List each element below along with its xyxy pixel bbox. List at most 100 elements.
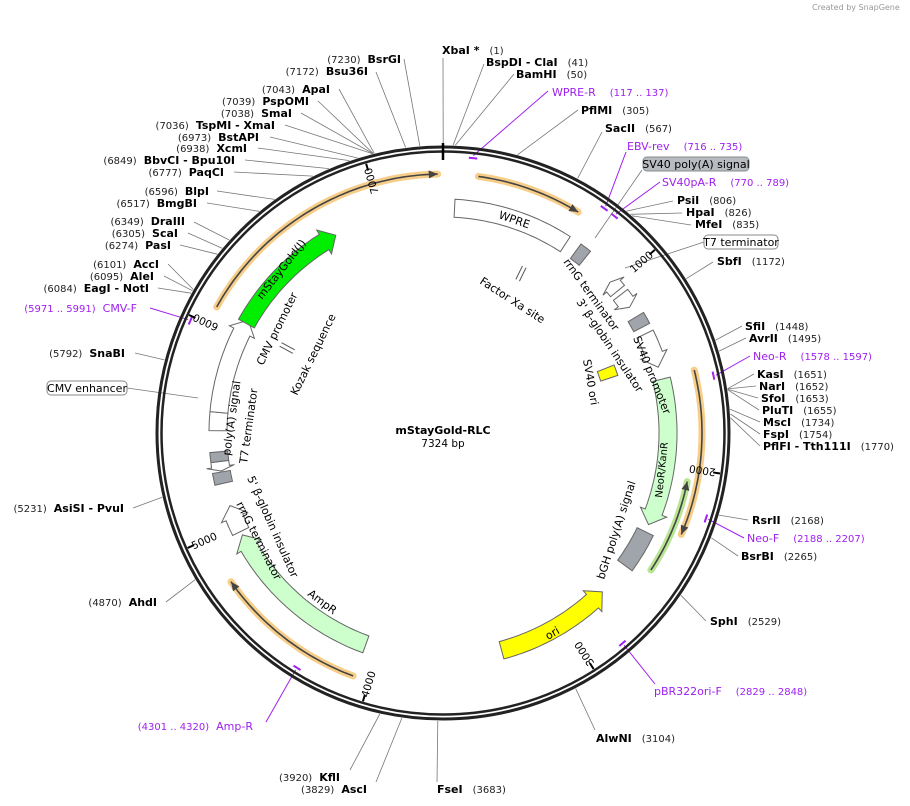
enzyme-leader-line [727, 389, 760, 411]
enzyme-label-pluti[interactable]: PluTI(1655) [762, 404, 837, 417]
primer-leader-line [605, 151, 627, 207]
enzyme-label-xbai[interactable]: XbaI *(1) [442, 44, 504, 57]
primer-label-neo-r[interactable]: Neo-R(1578 .. 1597) [753, 350, 872, 363]
enzyme-label-avrii[interactable]: AvrII(1495) [749, 332, 821, 345]
enzyme-label-nari[interactable]: NarI (1652) [759, 380, 829, 393]
enzyme-name: NarI [759, 380, 785, 393]
leader-lines [126, 57, 761, 783]
enzyme-label-asci[interactable]: (3829)AscI [301, 783, 367, 796]
enzyme-label-draiii[interactable]: (6349)DraIII [110, 215, 185, 228]
backbone-ring [155, 143, 731, 721]
enzyme-label-eagi[interactable]: (6084)EagI - NotI [43, 282, 149, 295]
enzyme-label-acci[interactable]: (6101)AccI [93, 258, 159, 271]
enzyme-label-bsrgi[interactable]: (7230)BsrGI [327, 53, 401, 66]
enzyme-leader-line [685, 261, 714, 280]
enzyme-leader-line [730, 417, 761, 447]
enzyme-site: (835) [732, 220, 759, 231]
enzyme-label-sfii[interactable]: SfiI(1448) [745, 320, 809, 333]
primer-label-amp-r[interactable]: (4301 .. 4320)Amp-R [138, 720, 254, 733]
tick-mark [187, 544, 195, 549]
enzyme-name: BamHI [516, 68, 557, 81]
enzyme-label-alei[interactable]: (6095)AleI [90, 270, 154, 283]
enzyme-label-bstapi[interactable]: (6973)BstAPI [178, 131, 259, 144]
enzyme-name: BmgBI [157, 197, 197, 210]
enzyme-label-bsrbi[interactable]: BsrBI(2265) [741, 550, 817, 563]
enzyme-leader-line [134, 352, 165, 361]
boxed-label-frame [703, 234, 779, 250]
primer-name: SV40pA-R [662, 176, 717, 189]
feature-layer [206, 198, 678, 660]
enzyme-label-sbfi[interactable]: SbfI(1172) [717, 255, 785, 268]
primer-label-cmv-f[interactable]: (5971 .. 5991)CMV-F [24, 302, 137, 315]
enzyme-leader-line [436, 720, 439, 783]
enzyme-label-fsei[interactable]: FseI(3683) [437, 783, 506, 796]
primer-label-ebv-rev[interactable]: EBV-rev(716 .. 735) [627, 140, 742, 153]
enzyme-label-pflfi[interactable]: PflFI - Tth111I(1770) [763, 440, 894, 453]
enzyme-name: BsrBI [741, 550, 774, 563]
primer-label-neo-f[interactable]: Neo-F(2188 .. 2207) [747, 532, 865, 545]
enzyme-site: (1754) [799, 430, 832, 441]
orf-line [478, 175, 579, 213]
orf-line [650, 481, 688, 571]
enzyme-label-kasi[interactable]: KasI(1651) [757, 368, 827, 381]
enzyme-name: PsiI [677, 194, 699, 207]
enzyme-label-fspi[interactable]: FspI (1754) [763, 428, 832, 441]
primer-name: pBR322ori-F [654, 685, 722, 698]
enzyme-label-smai[interactable]: (7038)SmaI [221, 107, 292, 120]
enzyme-name: MscI [763, 416, 791, 429]
primer-leader-line [265, 669, 297, 723]
orf-line [216, 173, 438, 308]
enzyme-site: (7172) [286, 67, 319, 78]
enzyme-label-pflmi[interactable]: PflMI(305) [581, 104, 649, 117]
primer-label-wpre-r[interactable]: WPRE-R(117 .. 137) [552, 86, 669, 99]
enzyme-site: (6938) [176, 144, 209, 155]
enzyme-site: (1770) [861, 442, 894, 453]
enzyme-name: PaqCI [189, 166, 224, 179]
boxed-label-t7-terminator[interactable]: T7 terminator [702, 236, 779, 249]
enzyme-site: (6095) [90, 272, 123, 283]
site-mark-kozak-sequence [281, 342, 295, 351]
plasmid-length: 7324 bp [421, 438, 465, 450]
enzyme-label-bmgbi[interactable]: (6517)BmgBI [117, 197, 197, 210]
enzyme-name: BsrGI [368, 53, 401, 66]
enzyme-label-sacii[interactable]: SacII(567) [605, 122, 672, 135]
enzyme-label-tspmi[interactable]: (7036)TspMI - XmaI [156, 119, 275, 132]
enzyme-label-blpi[interactable]: (6596)BlpI [145, 185, 209, 198]
enzyme-label-kfli[interactable]: (3920)KflI [279, 771, 340, 784]
feature-3-globin-insulator [612, 288, 638, 311]
enzyme-label-scai[interactable]: (6305)ScaI [112, 227, 178, 240]
enzyme-label-apai[interactable]: (7043)ApaI [262, 83, 330, 96]
enzyme-label-msci[interactable]: MscI(1734) [763, 416, 834, 429]
enzyme-label-asisi[interactable]: (5231)AsiSI - PvuI [14, 502, 125, 515]
primer-label-sv40pa-r[interactable]: SV40pA-R(770 .. 789) [662, 176, 789, 189]
enzyme-name: SfiI [745, 320, 765, 333]
boxed-label-cmv-enhancer[interactable]: CMV enhancer [47, 382, 127, 395]
enzyme-label-pspomi[interactable]: (7039)PspOMI [222, 95, 309, 108]
enzyme-label-alwni[interactable]: AlwNI(3104) [596, 732, 675, 745]
enzyme-label-snabi[interactable]: (5792)SnaBI [49, 347, 125, 360]
enzyme-label-ahdi[interactable]: (4870)AhdI [88, 596, 157, 609]
enzyme-name: FspI [763, 428, 789, 441]
enzyme-label-bsu36i[interactable]: (7172)Bsu36I [286, 65, 368, 78]
orf-arrowhead [680, 524, 689, 535]
enzyme-site: (1652) [795, 382, 828, 393]
enzyme-label-paqci[interactable]: (6777)PaqCI [149, 166, 225, 179]
enzyme-site: (7039) [222, 97, 255, 108]
enzyme-label-xcmi[interactable]: (6938)XcmI [176, 142, 247, 155]
enzyme-label-bspdi[interactable]: BspDI - ClaI(41) [486, 56, 588, 69]
enzyme-leader-line [718, 337, 747, 352]
enzyme-site: (2529) [748, 617, 781, 628]
enzyme-label-psii[interactable]: PsiI(806) [677, 194, 736, 207]
enzyme-label-sfoi[interactable]: SfoI(1653) [761, 392, 829, 405]
enzyme-label-pasi[interactable]: (6274)PasI [105, 239, 171, 252]
enzyme-label-bamhi[interactable]: BamHI(50) [516, 68, 587, 81]
enzyme-label-rsrii[interactable]: RsrII(2168) [752, 514, 824, 527]
boxed-label-sv40-poly-a-signal[interactable]: SV40 poly(A) signal [642, 158, 749, 171]
enzyme-label-bbvci[interactable]: (6849)BbvCI - Bpu10I [103, 154, 235, 167]
primer-name: Neo-R [753, 350, 787, 363]
primer-label-pbr322ori-f[interactable]: pBR322ori-F(2829 .. 2848) [654, 685, 807, 698]
enzyme-label-sphi[interactable]: SphI(2529) [710, 615, 781, 628]
enzyme-label-hpai[interactable]: HpaI(826) [686, 206, 752, 219]
enzyme-label-mfei[interactable]: MfeI(835) [695, 218, 759, 231]
